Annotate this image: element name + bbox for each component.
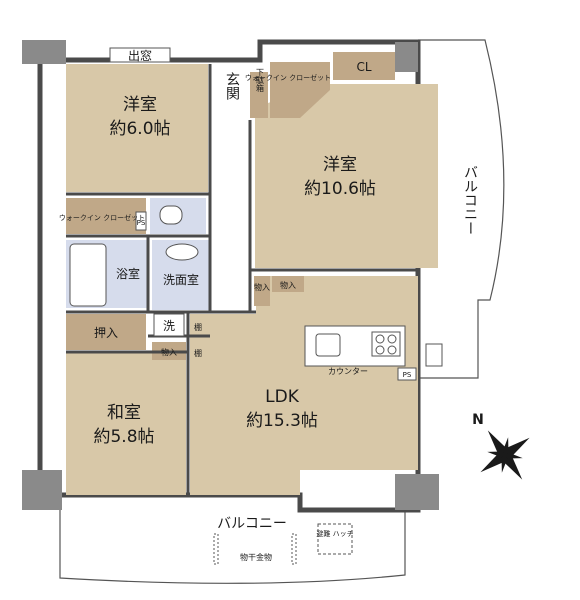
bath-label: 浴室 <box>116 266 140 281</box>
shoe-closet-label: 下駄箱 <box>256 68 265 93</box>
bay-window-label: 出窓 <box>128 48 152 63</box>
north-label: N <box>472 412 484 428</box>
kitchen-counter <box>304 325 406 367</box>
japanese-size: 約5.8帖 <box>93 427 154 447</box>
oshiire-label: 押入 <box>94 326 118 340</box>
balcony-right-outline <box>418 39 505 379</box>
bathtub <box>69 243 107 307</box>
storage-c-label: 物入 <box>280 280 296 290</box>
storage-small-2 <box>254 276 270 306</box>
western-large-size: 約10.6帖 <box>304 179 376 199</box>
balcony-right-label: バルコニー <box>462 165 478 235</box>
ps-box <box>135 211 147 231</box>
western-small-size: 約6.0帖 <box>109 119 170 139</box>
cl-label: CL <box>356 60 371 74</box>
laundry-pole-left <box>213 533 219 565</box>
ldk-name: LDK <box>265 387 300 407</box>
washer-box <box>153 313 185 337</box>
washroom-label: 洗面室 <box>163 272 199 287</box>
wash-basin <box>165 243 199 261</box>
toilet <box>159 205 183 225</box>
hatch-label: 避難 ハッチ <box>316 529 353 538</box>
storage-b-label: 物入 <box>254 282 270 292</box>
walk-in-closet-top <box>270 62 330 118</box>
counter-label: カウンター <box>328 367 368 376</box>
japanese-name: 和室 <box>107 403 141 423</box>
entrance-label: 玄関 <box>224 71 240 101</box>
closet-cl <box>333 52 395 80</box>
shelf-a-label: 棚 <box>194 322 202 332</box>
ldk-size: 約15.3帖 <box>246 411 318 431</box>
pillars <box>22 40 439 510</box>
compass-rose <box>480 430 530 480</box>
stove <box>371 331 401 357</box>
oshiire-closet <box>66 314 146 350</box>
evacuation-hatch <box>317 523 353 555</box>
storage-small-3 <box>272 276 304 292</box>
balcony-bottom-outline <box>59 500 406 584</box>
balcony-bottom-label: バルコニー <box>217 516 287 532</box>
ps-label: PS <box>137 219 146 227</box>
western-room-large <box>255 84 438 268</box>
japanese-room <box>66 352 186 495</box>
western-large-name: 洋室 <box>323 155 357 175</box>
sink <box>315 333 341 357</box>
washer-label: 洗 <box>163 319 175 333</box>
storage-a-label: 物入 <box>161 347 177 357</box>
kitchen-ps <box>397 367 417 381</box>
walk-in-left-label: ウォークイン クローゼット <box>59 213 145 222</box>
shelf-b-label: 棚 <box>194 348 202 358</box>
kitchen-ps-label: PS <box>403 371 412 379</box>
western-small-name: 洋室 <box>123 95 157 115</box>
laundry-pole-right <box>291 533 297 565</box>
walk-in-top-label: ウォークイン クローゼット <box>245 73 331 82</box>
laundry-pole-label: 物干金物 <box>240 552 272 562</box>
shoe-closet <box>250 72 268 118</box>
bay-window <box>109 47 171 63</box>
walk-in-closet-left <box>66 198 146 234</box>
western-room-small <box>66 64 208 192</box>
balcony-sink <box>425 343 443 367</box>
